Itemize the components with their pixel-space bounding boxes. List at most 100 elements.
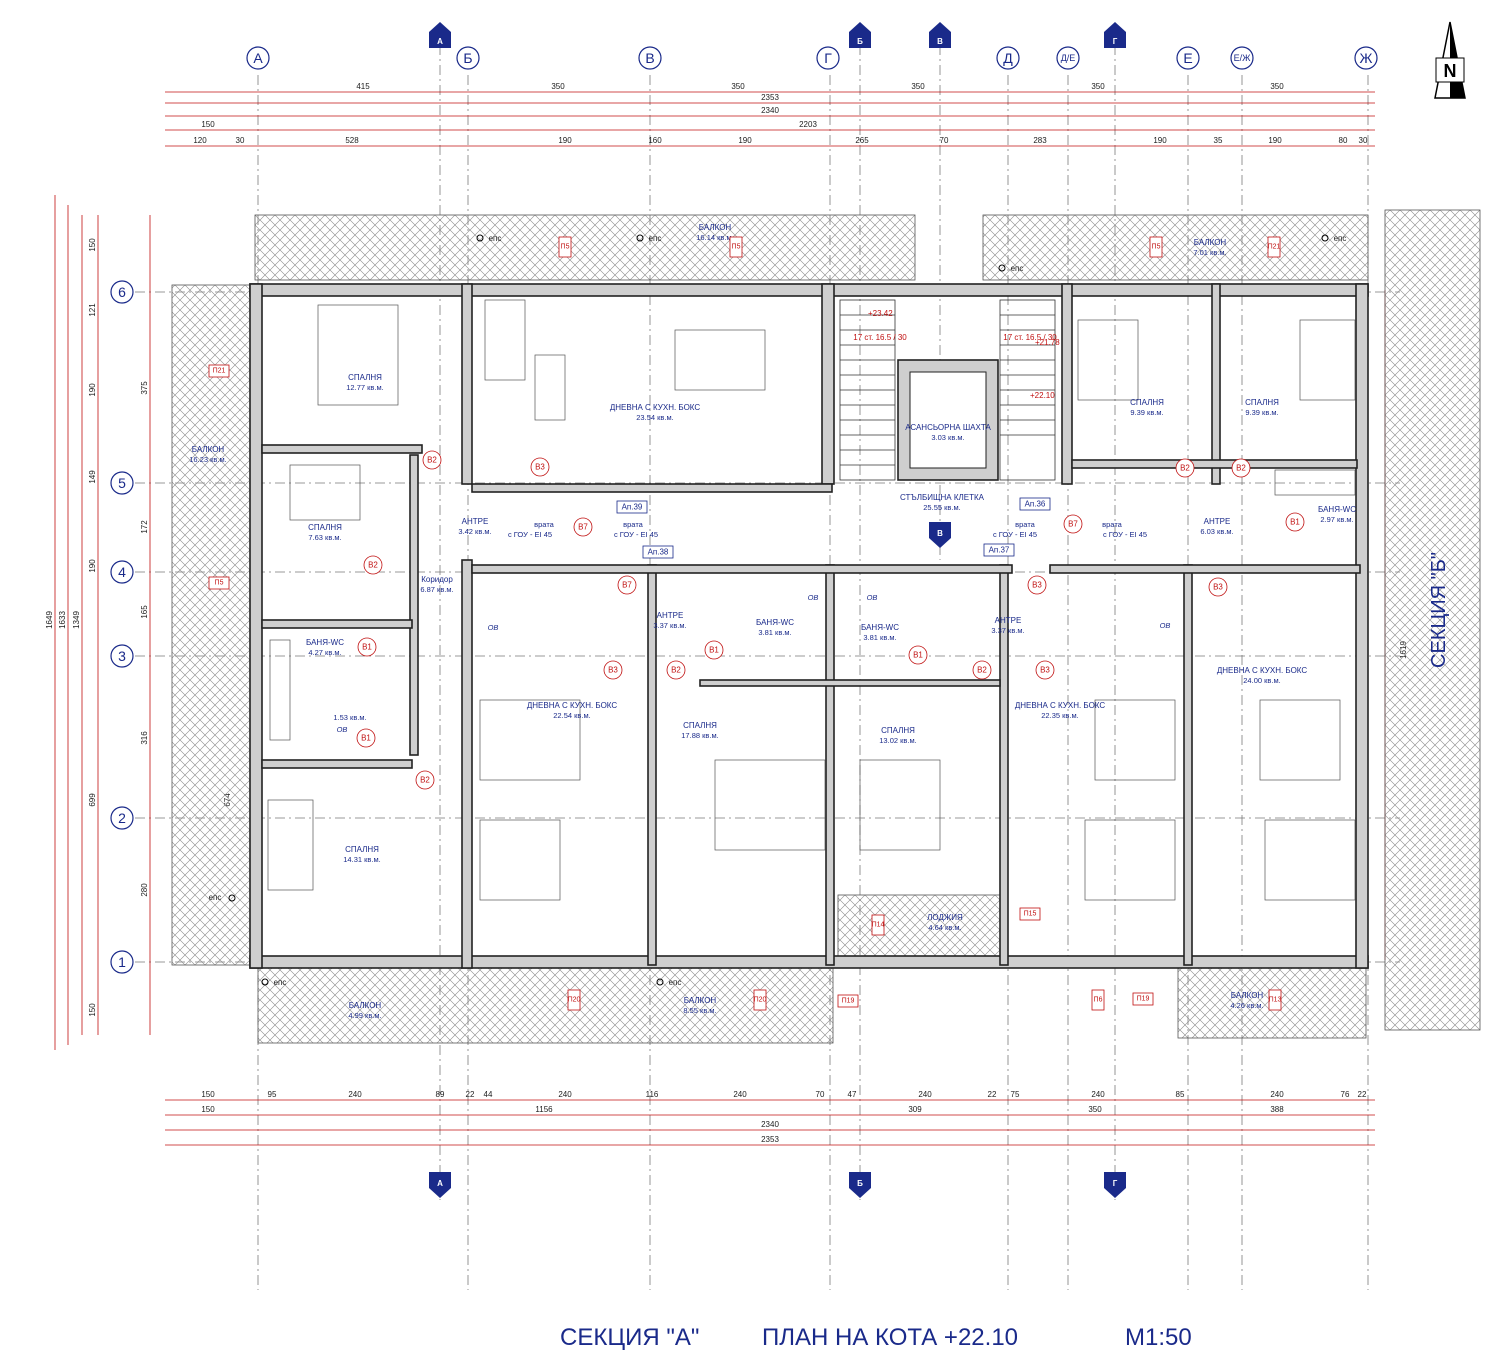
door-tags: В2 В3 В7 В1 В2 В3 В7 В1 В2 В3 В7 В2 В2 В…: [356, 450, 1305, 790]
svg-text:ЛОДЖИЯ: ЛОДЖИЯ: [927, 913, 963, 922]
adjacent-section: СЕКЦИЯ "Б": [1428, 552, 1450, 668]
north-label: N: [1444, 61, 1457, 81]
axis-5: 5: [118, 475, 126, 491]
balcony-top-left: [254, 214, 916, 281]
svg-text:3.81 кв.м.: 3.81 кв.м.: [758, 628, 791, 637]
svg-text:Коридор: Коридор: [421, 575, 453, 584]
svg-text:СПАЛНЯ: СПАЛНЯ: [1245, 398, 1279, 407]
axis-labels-y: 6 5 4 3 2 1: [110, 280, 134, 974]
svg-text:150: 150: [88, 1003, 97, 1017]
elevation-3: +22.10: [1030, 391, 1055, 400]
svg-text:2353: 2353: [761, 93, 779, 102]
svg-text:В2: В2: [1236, 464, 1246, 473]
svg-text:В7: В7: [578, 523, 588, 532]
svg-text:22.35 кв.м.: 22.35 кв.м.: [1041, 711, 1078, 720]
room-bath-4: БАНЯ-WC4.27 кв.м.: [306, 638, 344, 657]
svg-text:БАЛКОН: БАЛКОН: [684, 996, 717, 1005]
svg-text:В1: В1: [362, 643, 372, 652]
svg-text:699: 699: [88, 793, 97, 807]
svg-text:47: 47: [848, 1090, 857, 1099]
svg-text:350: 350: [1088, 1105, 1102, 1114]
svg-text:89: 89: [436, 1090, 445, 1099]
svg-text:280: 280: [140, 883, 149, 897]
section-marker-b-top: Б: [849, 22, 871, 48]
top-dimensions: 415 350 350 350 350 350 2353 2340 150 22…: [165, 82, 1375, 147]
svg-text:СПАЛНЯ: СПАЛНЯ: [348, 373, 382, 382]
svg-text:116: 116: [646, 1090, 659, 1099]
svg-text:265: 265: [855, 136, 869, 145]
svg-text:П5: П5: [1152, 244, 1161, 251]
svg-text:30: 30: [1359, 136, 1368, 145]
svg-text:В2: В2: [427, 456, 437, 465]
walls: [249, 283, 1369, 969]
svg-text:6.03 кв.м.: 6.03 кв.м.: [1200, 527, 1233, 536]
svg-text:В2: В2: [420, 776, 430, 785]
svg-text:АНТРЕ: АНТРЕ: [995, 616, 1022, 625]
svg-text:БАНЯ-WC: БАНЯ-WC: [756, 618, 794, 627]
axis-a: А: [253, 50, 263, 66]
svg-text:80: 80: [1339, 136, 1348, 145]
svg-text:95: 95: [268, 1090, 277, 1099]
svg-text:350: 350: [731, 82, 745, 91]
svg-text:240: 240: [1091, 1090, 1105, 1099]
svg-text:190: 190: [88, 559, 97, 573]
svg-text:епс: епс: [489, 234, 502, 243]
svg-text:3.03 кв.м.: 3.03 кв.м.: [931, 433, 964, 442]
svg-text:2.97 кв.м.: 2.97 кв.м.: [1320, 515, 1353, 524]
svg-text:309: 309: [908, 1105, 922, 1114]
apt-39: Ап.39: [622, 503, 643, 512]
svg-text:22: 22: [466, 1090, 475, 1099]
room-bath-2: БАНЯ-WC3.81 кв.м.: [756, 618, 794, 637]
entrance-door-notes: врата с ГОУ - EI 45 врата с ГОУ - EI 45 …: [508, 520, 1147, 539]
svg-text:П19: П19: [842, 998, 855, 1005]
svg-text:316: 316: [140, 731, 149, 745]
svg-text:П15: П15: [1024, 911, 1037, 918]
window-tags: П5 П21 П5 П5 П5 П21 П20 П20 П14 П15 П6 П…: [208, 236, 1282, 1011]
svg-text:240: 240: [733, 1090, 747, 1099]
svg-text:24.00 кв.м.: 24.00 кв.м.: [1243, 676, 1280, 685]
svg-text:4.26 кв.м.: 4.26 кв.м.: [1230, 1001, 1263, 1010]
svg-text:врата: врата: [1015, 520, 1036, 529]
svg-text:с ГОУ - EI 45: с ГОУ - EI 45: [993, 530, 1037, 539]
svg-text:240: 240: [1270, 1090, 1284, 1099]
svg-text:врата: врата: [1102, 520, 1123, 529]
svg-text:76: 76: [1341, 1090, 1350, 1099]
section-marker-a-top: А: [429, 22, 451, 48]
apt-36: Ап.36: [1025, 500, 1046, 509]
furniture: [267, 299, 1356, 901]
title-section: СЕКЦИЯ "А": [560, 1324, 699, 1351]
svg-text:8.55 кв.м.: 8.55 кв.м.: [683, 1006, 716, 1015]
svg-text:388: 388: [1270, 1105, 1284, 1114]
svg-text:1156: 1156: [535, 1105, 553, 1114]
svg-text:В2: В2: [671, 666, 681, 675]
svg-text:ДНЕВНА С КУХН. БОКС: ДНЕВНА С КУХН. БОКС: [610, 403, 701, 412]
svg-text:283: 283: [1033, 136, 1047, 145]
svg-text:OB: OB: [337, 725, 348, 734]
svg-text:13.02 кв.м.: 13.02 кв.м.: [879, 736, 916, 745]
svg-text:В: В: [937, 529, 943, 538]
svg-text:с ГОУ - EI 45: с ГОУ - EI 45: [508, 530, 552, 539]
svg-text:7.63 кв.м.: 7.63 кв.м.: [308, 533, 341, 542]
svg-text:190: 190: [738, 136, 752, 145]
drawing-title: СЕКЦИЯ "А" ПЛАН НА КОТА +22.10 М1:50: [560, 1324, 1192, 1351]
svg-text:А: А: [437, 1179, 443, 1188]
svg-text:240: 240: [558, 1090, 572, 1099]
svg-text:СПАЛНЯ: СПАЛНЯ: [1130, 398, 1164, 407]
svg-text:OB: OB: [488, 623, 499, 632]
svg-text:3.37 кв.м.: 3.37 кв.м.: [653, 621, 686, 630]
svg-text:415: 415: [356, 82, 370, 91]
svg-text:44: 44: [484, 1090, 493, 1099]
axis-de: Д/Е: [1061, 53, 1076, 63]
svg-text:160: 160: [648, 136, 662, 145]
svg-text:АНТРЕ: АНТРЕ: [1204, 517, 1231, 526]
apartment-tags: Ап.39 Ап.38 Ап.36 Ап.37: [616, 497, 1051, 559]
